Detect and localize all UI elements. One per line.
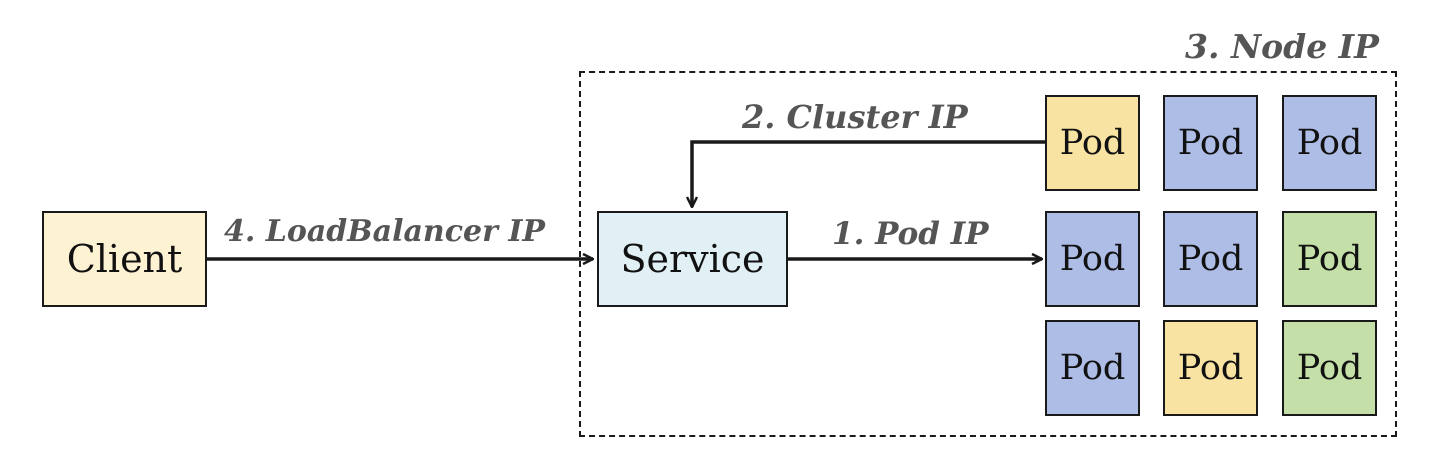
cluster-ip-label: 2. Cluster IP bbox=[742, 98, 968, 136]
node-ip-label: 3. Node IP bbox=[1185, 27, 1379, 66]
pod-label: Pod bbox=[1059, 239, 1126, 279]
pod-box: Pod bbox=[1282, 95, 1377, 191]
pod-box: Pod bbox=[1282, 320, 1377, 416]
pod-label: Pod bbox=[1296, 348, 1363, 388]
pod-label: Pod bbox=[1059, 348, 1126, 388]
pod-box: Pod bbox=[1163, 320, 1258, 416]
pod-box: Pod bbox=[1045, 95, 1140, 191]
client-label: Client bbox=[66, 237, 183, 281]
pod-label: Pod bbox=[1059, 123, 1126, 163]
pod-label: Pod bbox=[1296, 123, 1363, 163]
node-boundary bbox=[579, 71, 1397, 437]
pod-box: Pod bbox=[1282, 211, 1377, 307]
pod-label: Pod bbox=[1177, 239, 1244, 279]
pod-ip-label: 1. Pod IP bbox=[832, 216, 989, 252]
pod-box: Pod bbox=[1045, 211, 1140, 307]
pod-label: Pod bbox=[1177, 348, 1244, 388]
pod-box: Pod bbox=[1163, 95, 1258, 191]
loadbalancer-ip-label: 4. LoadBalancer IP bbox=[224, 214, 545, 249]
service-label: Service bbox=[620, 237, 765, 281]
pod-label: Pod bbox=[1177, 123, 1244, 163]
pod-box: Pod bbox=[1045, 320, 1140, 416]
pod-label: Pod bbox=[1296, 239, 1363, 279]
service-box: Service bbox=[597, 211, 788, 307]
client-box: Client bbox=[42, 211, 207, 307]
pod-box: Pod bbox=[1163, 211, 1258, 307]
